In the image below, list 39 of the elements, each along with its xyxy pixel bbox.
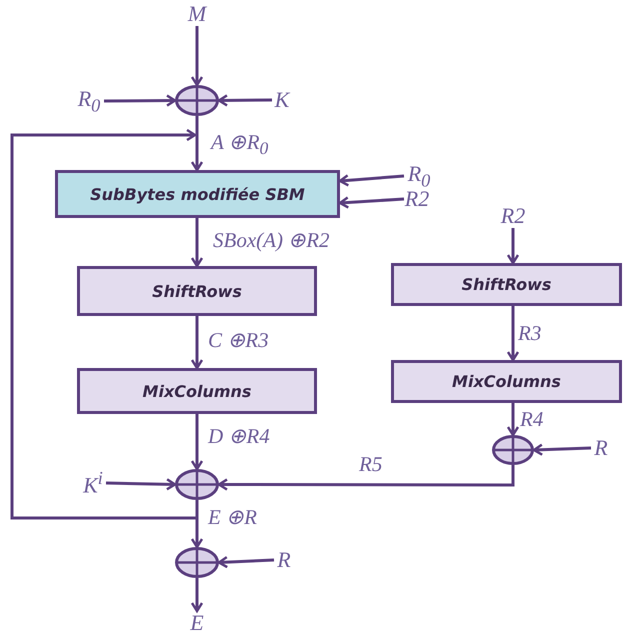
process-box (391, 263, 622, 306)
arrow (190, 116, 204, 172)
variable-label: K (272, 88, 292, 112)
variable-label: R (591, 436, 611, 460)
process-box (391, 360, 622, 403)
arrow (190, 218, 204, 268)
arrow (106, 478, 176, 491)
arrow (190, 414, 204, 470)
arrow (338, 196, 404, 209)
variable-label: R$_{0}$ (74, 87, 104, 115)
arrow (10, 128, 198, 520)
arrow (218, 556, 274, 568)
process-box (77, 368, 317, 414)
variable-label: K$^{i}$ (80, 470, 106, 496)
arrow (506, 228, 520, 264)
arrow (104, 94, 176, 107)
process-box (77, 266, 317, 316)
variable-label: R2 (500, 204, 526, 228)
arrow (218, 94, 272, 107)
box-label: MixColumns (452, 372, 561, 391)
arrow (532, 443, 592, 456)
edge-label: SBox(A) ⊕R2 (212, 230, 331, 251)
variable-label: M (187, 2, 207, 26)
variable-label: R (274, 548, 294, 572)
arrow (190, 26, 204, 86)
arrow (190, 578, 204, 612)
arrow (190, 316, 204, 370)
process-box (55, 170, 340, 218)
arrow (506, 306, 520, 362)
variable-label: E (188, 611, 206, 635)
box-label: ShiftRows (462, 275, 552, 294)
box-label: ShiftRows (152, 282, 242, 300)
arrow (506, 403, 520, 436)
box-label: SubBytes modifiée SBM (90, 184, 305, 204)
variable-label: R$_{0}$ (404, 162, 434, 190)
arrow (218, 465, 514, 491)
box-label: MixColumns (142, 382, 252, 400)
variable-label: R2 (404, 187, 430, 211)
arrow (338, 174, 404, 187)
